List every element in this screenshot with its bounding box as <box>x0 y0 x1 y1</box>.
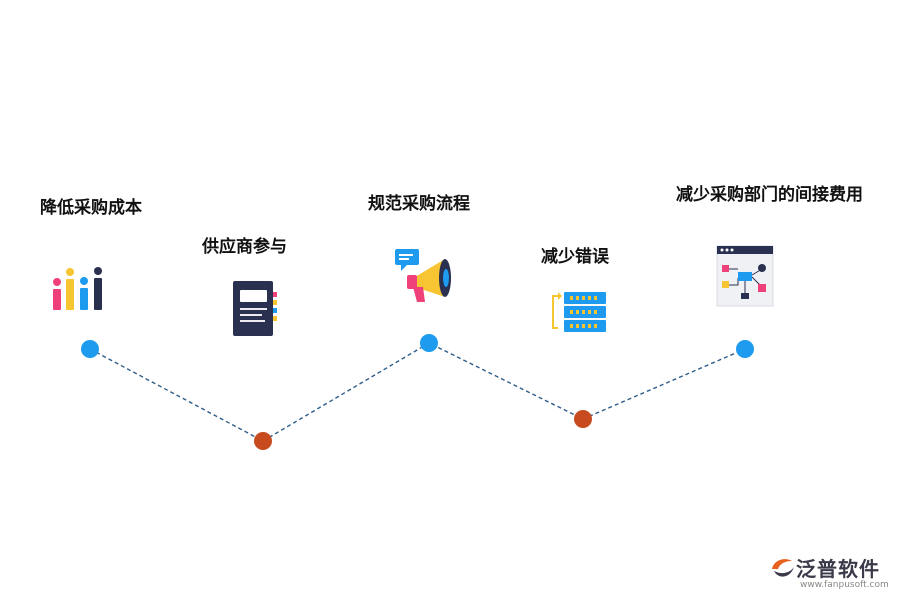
watermark-brand: 泛普软件 <box>796 557 880 581</box>
flowchart-window-icon <box>716 245 774 307</box>
step-1-label: 降低采购成本 <box>40 198 142 218</box>
bar-chart-icon <box>53 267 102 310</box>
step-4-marker <box>574 410 592 428</box>
step-2-marker <box>254 432 272 450</box>
notebook-icon <box>233 281 277 336</box>
fanpu-logo-icon <box>772 559 794 577</box>
step-4-label: 减少错误 <box>541 247 609 267</box>
step-5-marker <box>736 340 754 358</box>
connector-line <box>89 342 746 442</box>
step-1-marker <box>81 340 99 358</box>
step-2-label: 供应商参与 <box>202 237 287 257</box>
step-3-marker <box>420 334 438 352</box>
watermark-url: www.fanpusoft.com <box>800 580 889 590</box>
step-5-label: 减少采购部门的间接费用 <box>676 185 863 205</box>
fanpu-watermark: 泛普软件 www.fanpusoft.com <box>768 553 892 595</box>
megaphone-icon <box>395 249 451 302</box>
server-stack-icon <box>552 292 606 332</box>
step-3-label: 规范采购流程 <box>368 194 470 214</box>
